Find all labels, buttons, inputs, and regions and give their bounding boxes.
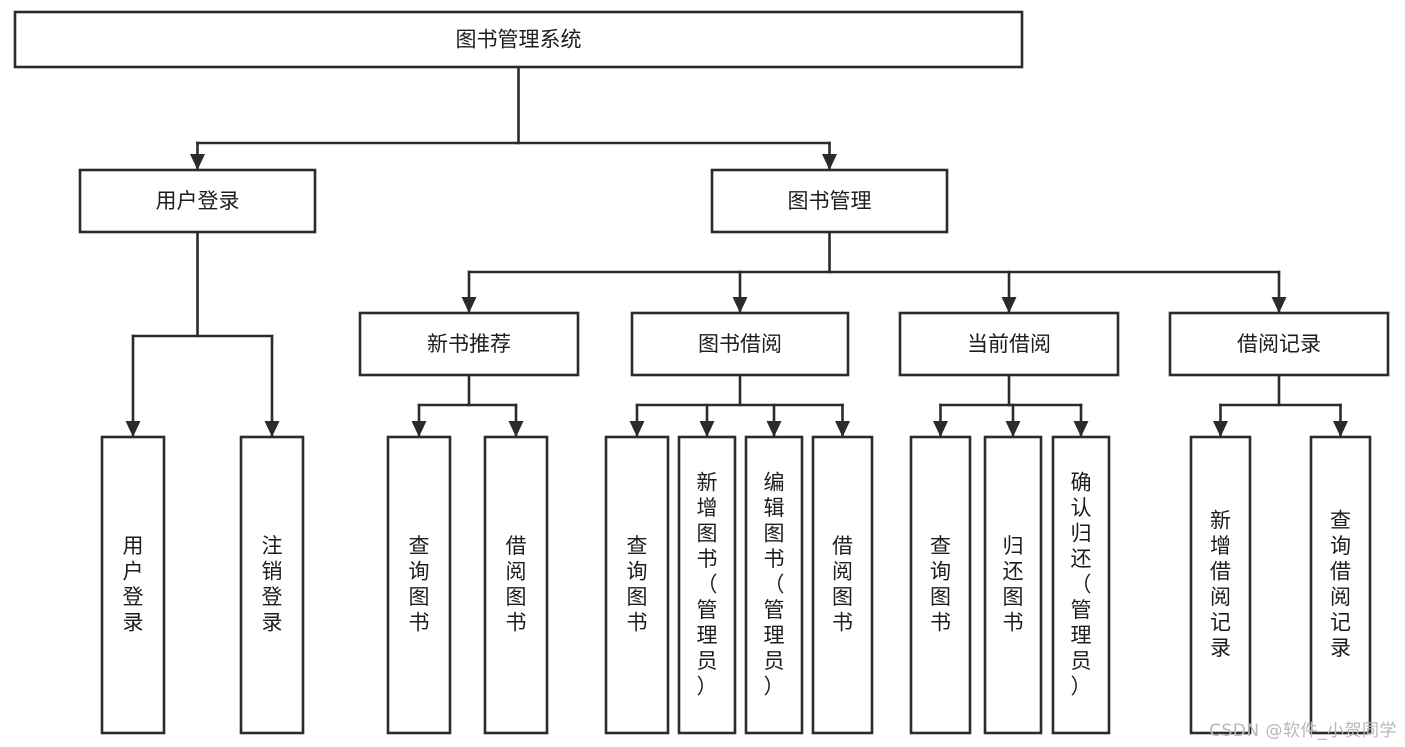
node-label-book-borrow: 图书借阅 <box>698 332 782 356</box>
node-box-leaf-user-logout <box>239 435 305 735</box>
node-label-leaf-query-book-2: 查询图书 <box>627 534 648 635</box>
arrow-head-icon <box>835 421 850 437</box>
arrow-head-icon <box>411 421 427 437</box>
node-label-leaf-add-book-admin: 新增图书（管理员） <box>697 470 718 698</box>
arrow-head-icon <box>1001 297 1017 313</box>
node-leaf-return-book[interactable]: 归还图书 <box>983 435 1043 735</box>
arrow-head-icon <box>508 421 524 437</box>
node-leaf-user-login[interactable]: 用户登录 <box>100 435 166 735</box>
arrow-head-icon <box>629 421 645 437</box>
arrow-head-icon <box>190 154 205 170</box>
edge-group-user-login <box>125 230 280 438</box>
arrow-head-icon <box>822 154 837 170</box>
node-leaf-query-borrow-record[interactable]: 查询借阅记录 <box>1309 435 1372 735</box>
arrow-head-icon <box>1271 297 1287 313</box>
node-new-book-rec[interactable]: 新书推荐 <box>358 311 580 377</box>
node-label-root: 图书管理系统 <box>456 28 582 52</box>
node-box-leaf-query-book-3 <box>909 435 972 735</box>
node-box-root <box>13 10 1024 69</box>
node-box-leaf-edit-book-admin <box>744 435 804 735</box>
node-leaf-query-book-3[interactable]: 查询图书 <box>909 435 972 735</box>
node-label-new-book-rec: 新书推荐 <box>427 332 511 356</box>
node-label-leaf-return-book: 归还图书 <box>1003 534 1024 635</box>
arrow-head-icon <box>461 297 477 313</box>
arrow-head-icon <box>1333 421 1348 437</box>
node-leaf-confirm-return-admin[interactable]: 确认归还（管理员） <box>1051 435 1111 735</box>
edge-group-book-borrow <box>629 373 850 438</box>
node-leaf-user-logout[interactable]: 注销登录 <box>239 435 305 735</box>
arrow-head-icon <box>125 421 141 437</box>
node-label-current-borrow: 当前借阅 <box>967 332 1051 356</box>
arrow-head-icon <box>699 421 715 437</box>
node-current-borrow[interactable]: 当前借阅 <box>898 311 1120 377</box>
node-box-borrow-record <box>1168 311 1390 377</box>
node-leaf-edit-book-admin[interactable]: 编辑图书（管理员） <box>744 435 804 735</box>
node-label-leaf-borrow-book-1: 借阅图书 <box>506 534 527 635</box>
node-box-leaf-borrow-book-2 <box>811 435 874 735</box>
node-root[interactable]: 图书管理系统 <box>13 10 1024 69</box>
node-box-leaf-borrow-book-1 <box>483 435 549 735</box>
node-label-leaf-user-logout: 注销登录 <box>262 534 283 635</box>
node-leaf-borrow-book-1[interactable]: 借阅图书 <box>483 435 549 735</box>
edge-group-book-manage <box>461 230 1287 314</box>
node-box-book-manage <box>710 168 949 234</box>
node-box-leaf-confirm-return-admin <box>1051 435 1111 735</box>
node-box-leaf-query-book-1 <box>386 435 452 735</box>
node-box-current-borrow <box>898 311 1120 377</box>
edge-group-new-book-rec <box>411 373 524 438</box>
arrow-head-icon <box>933 421 948 437</box>
edges-layer <box>125 65 1348 438</box>
node-label-book-manage: 图书管理 <box>788 189 872 213</box>
arrow-head-icon <box>766 421 782 437</box>
node-label-leaf-borrow-book-2: 借阅图书 <box>832 534 853 635</box>
node-label-leaf-query-borrow-record: 查询借阅记录 <box>1330 509 1351 661</box>
node-box-book-borrow <box>630 311 850 377</box>
node-leaf-add-borrow-record[interactable]: 新增借阅记录 <box>1189 435 1252 735</box>
edge-group-borrow-record <box>1213 373 1348 438</box>
node-label-leaf-query-book-1: 查询图书 <box>409 534 430 635</box>
node-label-leaf-edit-book-admin: 编辑图书（管理员） <box>764 470 785 698</box>
edge-group-root <box>190 65 837 171</box>
node-label-leaf-add-borrow-record: 新增借阅记录 <box>1210 509 1231 661</box>
node-box-user-login <box>78 168 317 234</box>
node-book-borrow[interactable]: 图书借阅 <box>630 311 850 377</box>
arrow-head-icon <box>264 421 280 437</box>
node-box-leaf-return-book <box>983 435 1043 735</box>
arrow-head-icon <box>1073 421 1089 437</box>
node-leaf-query-book-1[interactable]: 查询图书 <box>386 435 452 735</box>
node-leaf-query-book-2[interactable]: 查询图书 <box>604 435 670 735</box>
node-leaf-borrow-book-2[interactable]: 借阅图书 <box>811 435 874 735</box>
node-book-manage[interactable]: 图书管理 <box>710 168 949 234</box>
node-box-new-book-rec <box>358 311 580 377</box>
node-label-user-login: 用户登录 <box>156 189 240 213</box>
node-box-leaf-add-borrow-record <box>1189 435 1252 735</box>
node-borrow-record[interactable]: 借阅记录 <box>1168 311 1390 377</box>
node-label-leaf-query-book-3: 查询图书 <box>930 534 951 635</box>
arrow-head-icon <box>732 297 748 313</box>
nodes-layer: 图书管理系统用户登录图书管理新书推荐图书借阅当前借阅借阅记录用户登录注销登录查询… <box>13 10 1390 735</box>
node-label-leaf-confirm-return-admin: 确认归还（管理员） <box>1071 470 1092 698</box>
watermark-label: CSDN @软件_小贺同学 <box>1209 721 1397 741</box>
node-label-borrow-record: 借阅记录 <box>1237 332 1321 356</box>
node-box-leaf-user-login <box>100 435 166 735</box>
node-label-leaf-user-login: 用户登录 <box>123 534 144 635</box>
arrow-head-icon <box>1213 421 1228 437</box>
node-box-leaf-query-book-2 <box>604 435 670 735</box>
arrow-head-icon <box>1005 421 1021 437</box>
edge-group-current-borrow <box>933 373 1089 438</box>
node-user-login[interactable]: 用户登录 <box>78 168 317 234</box>
node-box-leaf-query-borrow-record <box>1309 435 1372 735</box>
node-box-leaf-add-book-admin <box>677 435 737 735</box>
node-leaf-add-book-admin[interactable]: 新增图书（管理员） <box>677 435 737 735</box>
